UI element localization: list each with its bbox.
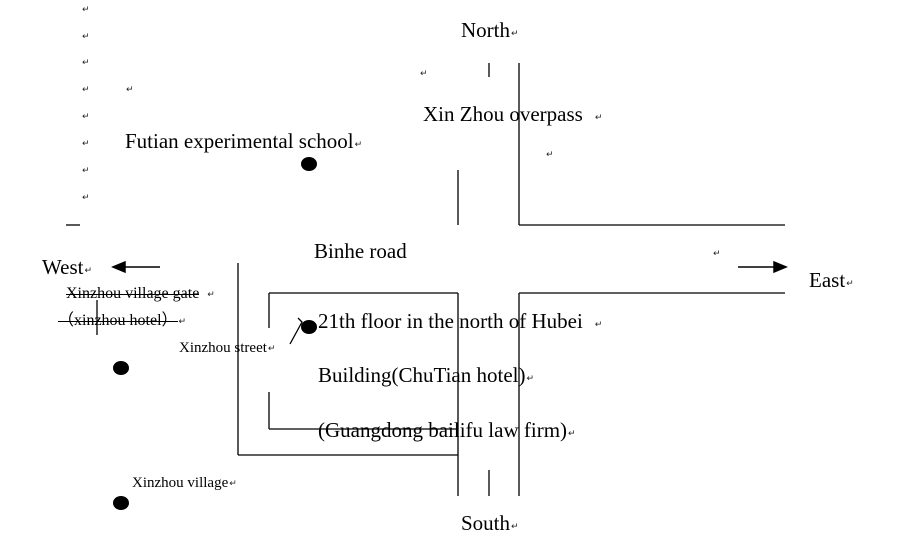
paragraph-mark: ↵ bbox=[82, 32, 90, 42]
north-label: North↵ bbox=[461, 18, 519, 42]
paragraph-mark: ↵ bbox=[82, 166, 90, 176]
paragraph-mark: ↵ bbox=[713, 249, 721, 259]
west-label: West↵ bbox=[42, 255, 93, 279]
paragraph-mark: ↵ bbox=[126, 85, 134, 95]
paragraph-mark: ↵ bbox=[82, 85, 90, 95]
village-gate-dot bbox=[113, 361, 129, 375]
village-gate-label: Xinzhou village gate↵ bbox=[66, 285, 215, 302]
paragraph-mark: ↵ bbox=[82, 58, 90, 68]
paragraph-mark: ↵ bbox=[82, 112, 90, 122]
building-line-3: (Guangdong bailifu law firm)↵ bbox=[318, 418, 576, 442]
paragraph-mark: ↵ bbox=[546, 150, 554, 160]
street-label: Xinzhou street↵ bbox=[179, 340, 276, 356]
building-dot bbox=[301, 320, 317, 334]
paragraph-mark: ↵ bbox=[82, 193, 90, 203]
east-label: East↵ bbox=[809, 268, 854, 292]
hotel-label: （xinzhou hotel）↵ bbox=[58, 312, 187, 329]
building-line-1: 21th floor in the north of Hubei↵ bbox=[318, 309, 603, 333]
school-label: Futian experimental school↵ bbox=[125, 129, 363, 153]
paragraph-mark: ↵ bbox=[420, 69, 428, 79]
paragraph-mark: ↵ bbox=[82, 5, 90, 15]
street-pointer bbox=[289, 317, 303, 345]
overpass-label: Xin Zhou overpass↵ bbox=[423, 102, 603, 126]
school-dot bbox=[301, 157, 317, 171]
village-label: Xinzhou village↵ bbox=[132, 475, 237, 491]
building-line-2: Building(ChuTian hotel)↵ bbox=[318, 363, 535, 387]
east-arrowhead bbox=[773, 260, 788, 274]
road-label: Binhe road bbox=[314, 239, 407, 263]
south-label: South↵ bbox=[461, 511, 519, 535]
paragraph-mark: ↵ bbox=[82, 139, 90, 149]
village-dot bbox=[113, 496, 129, 510]
west-arrowhead bbox=[111, 260, 126, 274]
